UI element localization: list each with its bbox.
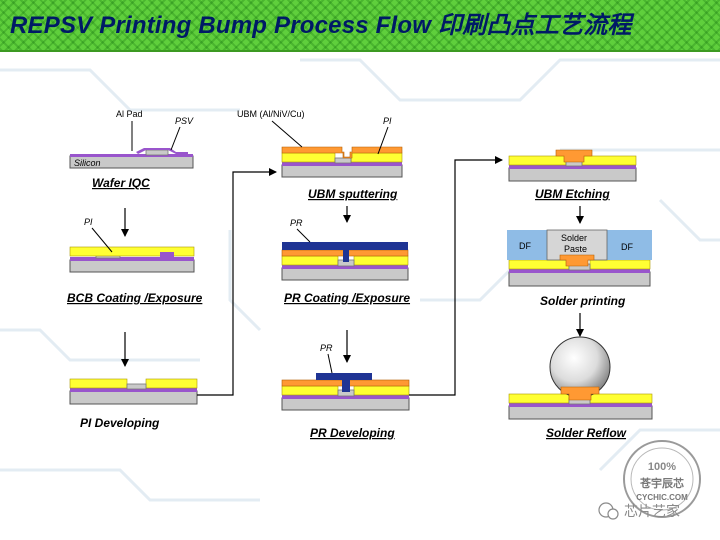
step-pi-developing: PI Developing [69, 378, 198, 430]
footer-watermark-text: 芯片艺家 [624, 503, 680, 520]
annotation-al-pad: Al Pad [116, 109, 143, 119]
step-label-solder-printing: Solder printing [540, 294, 626, 308]
step-label-wafer-iqc: Wafer IQC [92, 176, 150, 190]
step-label-pr-coating: PR Coating /Exposure [284, 291, 410, 305]
arrow-pi-to-ubm [197, 168, 277, 396]
step-pr-developing: PR PR Developing [281, 343, 410, 440]
ubm-pointer [271, 120, 303, 148]
pr-dev-cross-section [281, 373, 410, 411]
step-pr-coating: PR PR Coating /Exposure [281, 218, 410, 305]
annotation-paste: Paste [564, 244, 587, 254]
title-bar: REPSV Printing Bump Process Flow 印刷凸点工艺流… [0, 0, 720, 52]
page-title: REPSV Printing Bump Process Flow 印刷凸点工艺流… [10, 12, 632, 39]
wafer-cross-section [69, 148, 194, 169]
psv-pointer [170, 126, 181, 151]
annotation-pi-bcb: PI [84, 217, 93, 227]
arrow-dev-to-etch [409, 156, 503, 396]
solder-reflow-cross-section [508, 336, 653, 420]
annotation-psv: PSV [175, 116, 194, 126]
stamp-percent: 100% [648, 461, 676, 473]
circuit-background [0, 58, 720, 502]
step-label-pr-developing: PR Developing [310, 426, 395, 440]
step-label-bcb-coating: BCB Coating /Exposure [67, 291, 203, 305]
step-ubm-etching: UBM Etching [508, 149, 637, 201]
step-wafer-iqc: Al Pad PSV Silicon Wafer IQC [69, 109, 194, 190]
watermark-stamp: 100% 苍宇辰芯 CYCHIC.COM [623, 440, 701, 518]
annotation-silicon: Silicon [74, 158, 101, 168]
dry-film-right [607, 230, 652, 260]
annotation-pr-dev: PR [320, 343, 333, 353]
annotation-df-right: DF [621, 242, 633, 252]
step-solder-reflow: Solder Reflow [508, 336, 653, 440]
pi-pointer-ubm [377, 126, 389, 155]
step-label-ubm-sputtering: UBM sputtering [308, 187, 398, 201]
step-label-pi-developing: PI Developing [80, 416, 160, 430]
pi-pointer-bcb [91, 227, 113, 253]
pr-coating-cross-section [281, 242, 409, 281]
ubm-cross-section [281, 146, 403, 178]
dry-film-left [507, 230, 547, 260]
bcb-cross-section [69, 246, 195, 273]
solder-print-cross-section [507, 229, 652, 287]
step-ubm-sputtering: UBM (Al/NiV/Cu) PI UBM sputtering [237, 109, 403, 201]
ubm-etch-cross-section [508, 149, 637, 182]
pi-dev-cross-section [69, 378, 198, 405]
stamp-name: 苍宇辰芯 [639, 476, 684, 490]
annotation-df-left: DF [519, 241, 531, 251]
step-solder-printing: DF Solder Paste DF Solder printing [507, 229, 652, 308]
annotation-pr-coating: PR [290, 218, 303, 228]
step-label-ubm-etching: UBM Etching [535, 187, 610, 201]
pr-pointer-dev [327, 353, 333, 374]
stamp-url: CYCHIC.COM [636, 493, 688, 502]
step-label-solder-reflow: Solder Reflow [546, 426, 627, 440]
pr-pointer-coating [296, 228, 311, 243]
step-bcb-coating: PI BCB Coating /Exposure [67, 217, 203, 305]
annotation-solder: Solder [561, 233, 587, 243]
annotation-ubm: UBM (Al/NiV/Cu) [237, 109, 305, 119]
annotation-pi-ubm: PI [383, 116, 392, 126]
watermark-footer: 芯片艺家 [598, 502, 680, 520]
